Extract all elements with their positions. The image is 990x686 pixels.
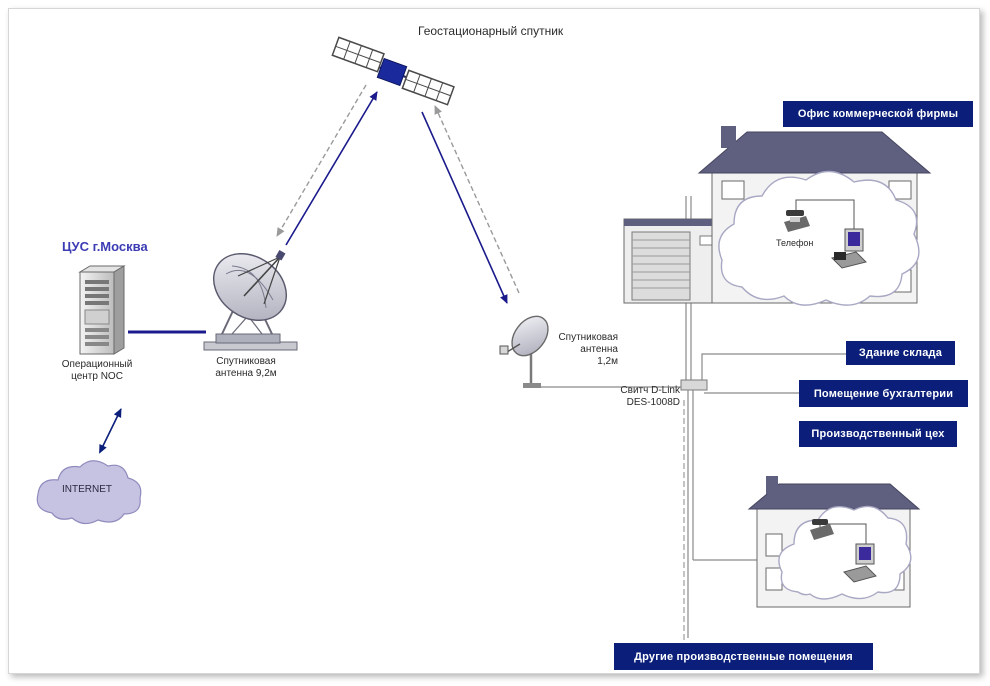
switch-label-line2: DES-1008D xyxy=(626,397,680,408)
warehouse-box: Здание склада xyxy=(846,341,955,365)
phone-label: Телефон xyxy=(776,238,814,248)
noc-server-label-line1: Операционный xyxy=(61,359,133,370)
uplink-arrow xyxy=(285,91,378,246)
big-satellite-antenna-icon xyxy=(203,250,298,351)
switch-label-line1: Свитч D-Link xyxy=(620,385,680,396)
computer-icon xyxy=(831,228,867,269)
office-box: Офис коммерческой фирмы xyxy=(783,101,973,127)
other-premises-box: Другие производственные помещения xyxy=(614,643,873,670)
switch-label: Свитч D-Link DES-1008D xyxy=(600,385,680,409)
small-satellite-antenna-icon xyxy=(499,315,549,388)
noc-server-label: Операционный центр NOC xyxy=(52,359,142,383)
computer-icon-2 xyxy=(843,543,877,583)
office-building-icon xyxy=(623,126,932,306)
internet-label: INTERNET xyxy=(62,484,112,495)
accounting-box: Помещение бухгалтерии xyxy=(799,380,968,407)
telephone-icon-2 xyxy=(810,519,834,540)
satellite-icon xyxy=(331,36,455,106)
return-link-arrow xyxy=(276,84,367,237)
big-antenna-label-line2: антенна 9,2м xyxy=(215,368,277,379)
small-antenna-label: Спутниковая антенна 1,2м xyxy=(540,332,618,368)
internet-cloud-icon xyxy=(36,460,142,525)
workshop-box: Производственный цех xyxy=(799,421,957,447)
downlink-arrow xyxy=(421,111,508,304)
big-antenna-label: Спутниковая антенна 9,2м xyxy=(196,356,296,380)
small-antenna-label-line1: Спутниковая xyxy=(558,332,618,343)
noc-server-icon xyxy=(78,265,126,355)
satellite-label: Геостационарный спутник xyxy=(418,24,564,38)
big-antenna-label-line1: Спутниковая xyxy=(216,356,276,367)
small-antenna-label-line3: 1,2м xyxy=(597,356,618,367)
noc-title: ЦУС г.Москва xyxy=(62,239,148,254)
return-link-arrow-2 xyxy=(434,105,520,294)
small-antenna-label-line2: антенна xyxy=(580,344,618,355)
second-building-icon xyxy=(747,476,921,608)
noc-server-label-line2: центр NOC xyxy=(71,371,123,382)
internet-link-arrow xyxy=(99,408,122,454)
switch-icon xyxy=(680,379,708,391)
warehouse-link xyxy=(701,353,852,380)
telephone-icon xyxy=(784,210,810,232)
